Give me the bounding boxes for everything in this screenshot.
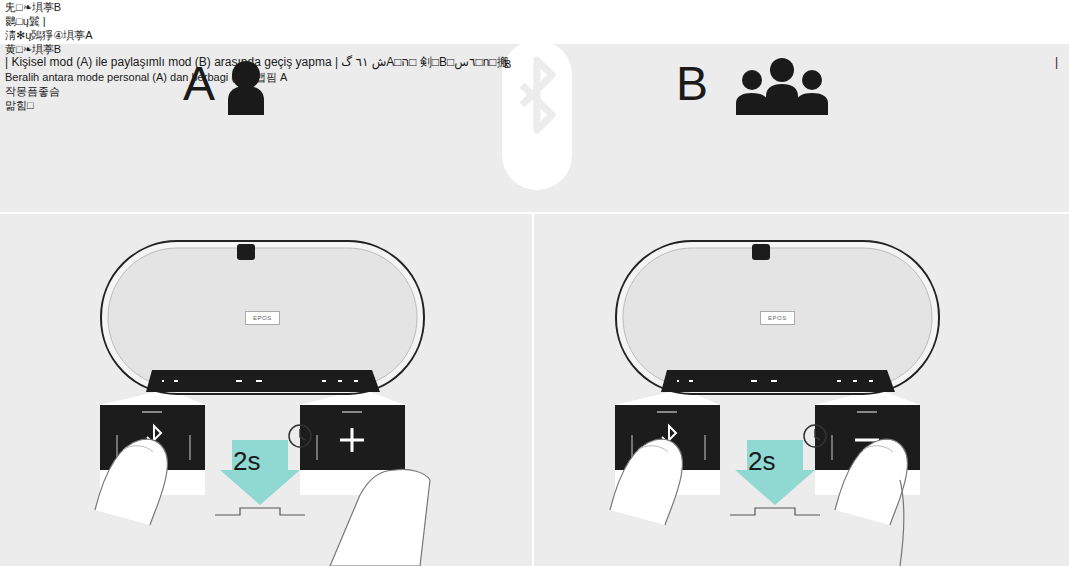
brand-logo: EPOS xyxy=(760,311,795,325)
speakerphone: EPOS xyxy=(615,240,940,395)
heading-text: 淸✻ų鵶猙④埧葶A xyxy=(5,29,93,41)
duration: 2s xyxy=(233,447,260,476)
heading-text: | Kişisel mod (A) ile paylaşımlı mod (B)… xyxy=(5,56,509,69)
heading-text: 䴉□ų鬤 | xyxy=(5,15,46,27)
mode-letter: B xyxy=(676,58,708,111)
heading-text: 兂□❧埧葶B xyxy=(5,1,61,13)
heading-text: 黄□❧埧葶B xyxy=(5,43,61,55)
heading-text: Beralih antara mode personal (A) dan ber… xyxy=(5,71,287,83)
mode-letter: B xyxy=(504,58,511,70)
speakerphone: EPOS xyxy=(100,240,425,395)
mode-letter: A xyxy=(183,58,215,111)
duration: 2s xyxy=(748,447,775,476)
separator: | xyxy=(1055,56,1058,69)
heading-text: 맒힘□ xyxy=(5,99,34,111)
heading-text: 작몽픔좋슴 xyxy=(5,85,60,97)
brand-logo: EPOS xyxy=(245,311,280,325)
